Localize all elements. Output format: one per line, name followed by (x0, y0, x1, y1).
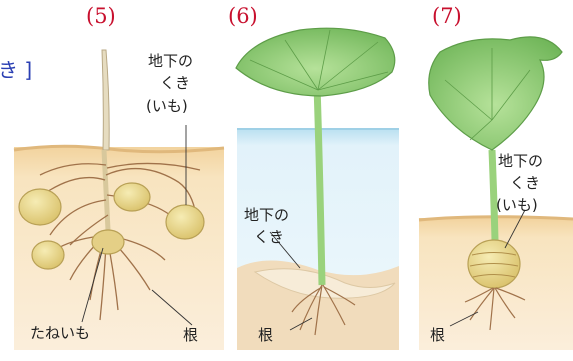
panel-7-underground-stem-label-line1: 地下の (498, 152, 543, 171)
panel-7-underground-stem-label-line3: (いも) (496, 196, 538, 215)
panel-6-underground-stem-label-line2: くき (254, 228, 284, 247)
panel-5-underground-stem-label-line1: 地下の (148, 52, 193, 71)
panel-6-underground-stem-label-line1: 地下の (244, 206, 289, 225)
panel-5-underground-stem-label-line2: くき (160, 74, 190, 93)
panel-5-root-label: 根 (183, 326, 198, 345)
panel-6-root-label: 根 (258, 326, 273, 345)
panel-6-lotus-illustration (236, 28, 399, 350)
panel-7-taro-illustration (419, 37, 573, 350)
panel-7-underground-stem-label-line2: くき (510, 174, 540, 193)
panel-5-potato-illustration (14, 50, 224, 350)
panel-5-underground-stem-label-line3: (いも) (146, 97, 188, 116)
panel-5-seed-potato-label: たねいも (30, 324, 90, 343)
panel-7-root-label: 根 (430, 326, 445, 345)
